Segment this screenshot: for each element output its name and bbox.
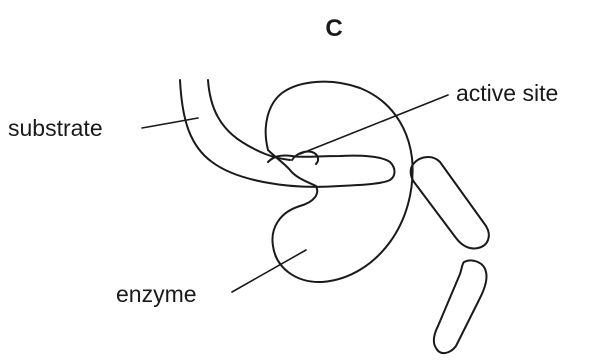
substrate-leader-line	[142, 118, 198, 128]
diagram-title: C	[325, 15, 342, 42]
product-capsule-upper	[411, 157, 489, 248]
active-site-leader-line	[300, 95, 448, 154]
enzyme-shape	[266, 82, 413, 282]
substrate-inner-edge	[208, 80, 290, 160]
substrate-shape	[180, 80, 395, 187]
enzyme-leader-line	[232, 250, 306, 292]
active-site-label: active site	[456, 80, 558, 106]
substrate-label: substrate	[8, 115, 103, 141]
product-capsule-lower	[434, 260, 487, 353]
enzyme-label: enzyme	[116, 281, 197, 307]
